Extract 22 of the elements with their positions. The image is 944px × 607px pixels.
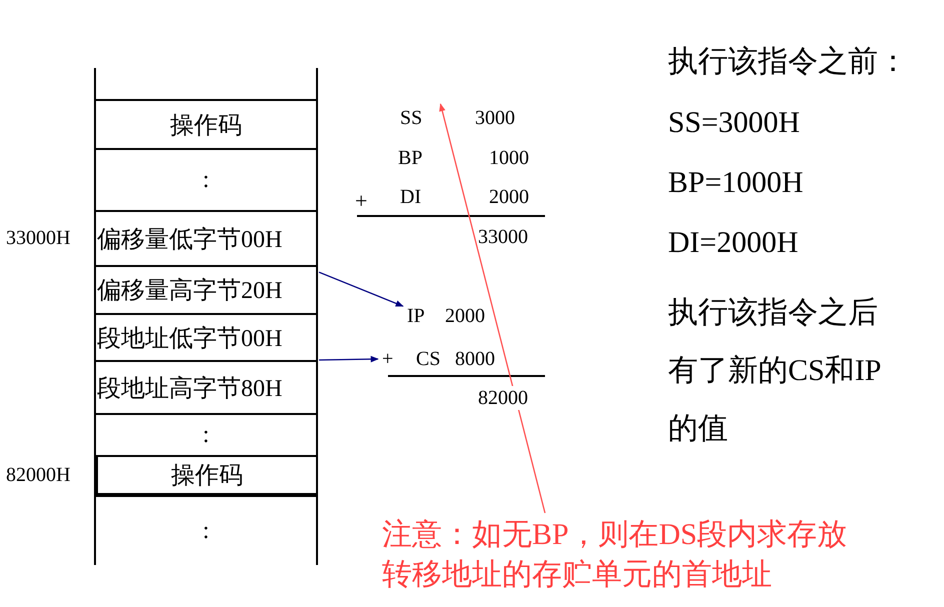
memory-cell: :	[95, 413, 317, 455]
memory-cell: 偏移量低字节00H	[95, 210, 317, 265]
register-name: SS	[400, 106, 422, 131]
memory-cell: :	[95, 495, 317, 565]
memory-cell: 操作码	[95, 99, 317, 148]
register-value: 8000	[455, 347, 495, 372]
memory-cell: :	[95, 148, 317, 210]
memory-cell: 偏移量高字节20H	[95, 265, 317, 313]
register-value: 2000	[445, 304, 485, 329]
description-text: 执行该指令之后有了新的CS和IP的值	[668, 295, 882, 447]
register-name: IP	[407, 304, 425, 329]
register-value: 3000	[475, 106, 515, 131]
memory-cell: 操作码	[96, 455, 318, 495]
note-text: 注意：如无BP，则在DS段内求存放转移地址的存贮单元的首地址	[382, 515, 872, 600]
memory-cell: 段地址高字节80H	[95, 360, 317, 413]
arrow	[318, 356, 379, 362]
register-name: CS	[416, 347, 440, 372]
arrow	[318, 272, 404, 307]
plus-sign: +	[382, 347, 394, 372]
sum-value: 82000	[478, 386, 528, 410]
memory-cell: 段地址低字节00H	[95, 313, 317, 360]
arrow	[439, 103, 546, 514]
